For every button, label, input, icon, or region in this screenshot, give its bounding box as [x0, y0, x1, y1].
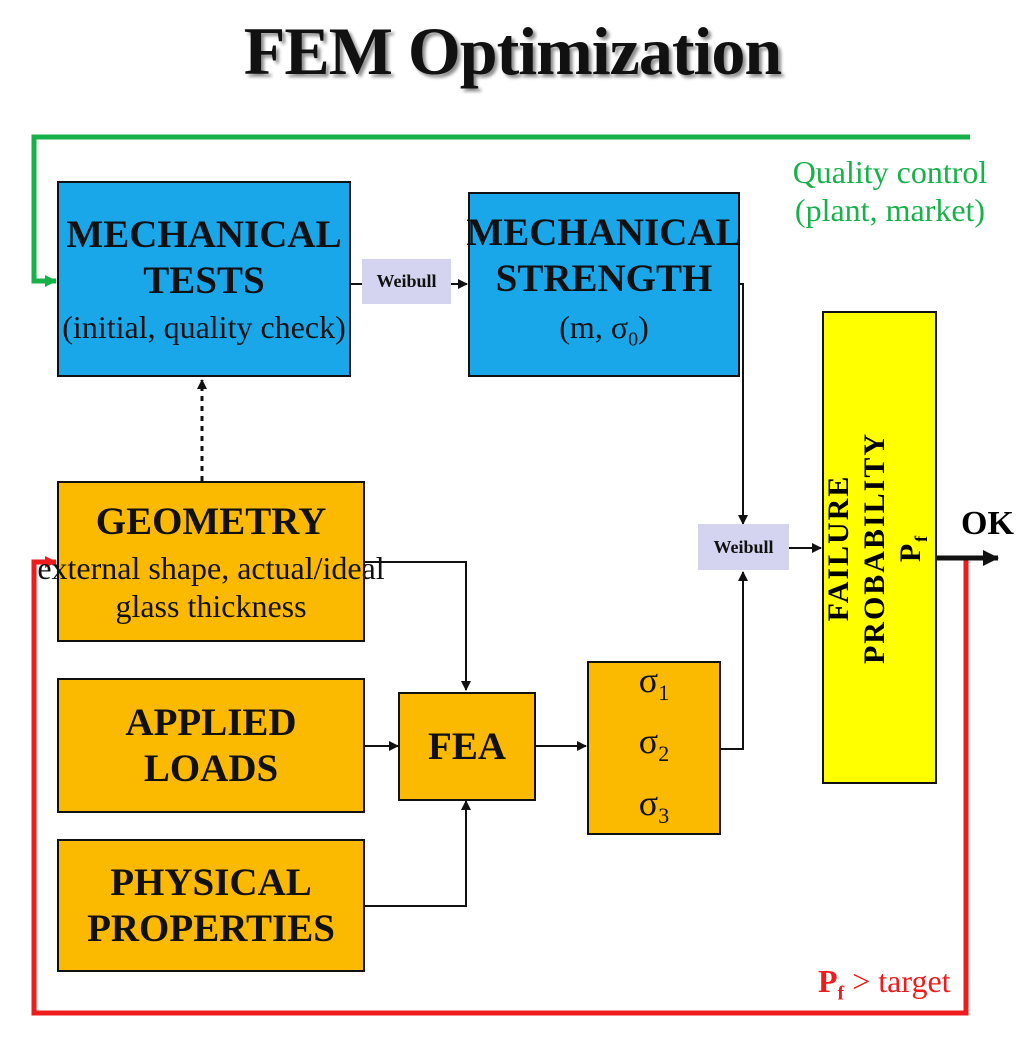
fea-label: FEA: [428, 724, 506, 768]
mechanical-tests-title-line2: TESTS: [143, 259, 265, 302]
mechanical-tests-box: MECHANICAL TESTS (initial, quality check…: [57, 181, 351, 377]
page-title: FEM Optimization: [243, 13, 782, 89]
physical-properties-line1: PHYSICAL: [110, 860, 312, 904]
geometry-line3: glass thickness: [115, 587, 307, 624]
pf-target-label: Pf > target: [818, 963, 951, 1005]
fea-box: FEA: [398, 692, 536, 801]
strength-to-weibull-arrow: [738, 283, 748, 525]
weibull-tag-mid: Weibull: [698, 524, 789, 570]
geometry-line2: external shape, actual/ideal: [37, 549, 385, 586]
ok-label: OK: [961, 505, 1014, 542]
geometry-box: GEOMETRY external shape, actual/ideal gl…: [37, 481, 385, 642]
properties-to-fea-arrow: [365, 800, 471, 907]
stress-sigma-2: σ2: [638, 721, 670, 767]
physical-properties-line2: PROPERTIES: [87, 906, 335, 950]
mechanical-tests-subtitle: (initial, quality check): [62, 309, 346, 345]
failure-probability-symbol: Pf: [893, 533, 931, 562]
applied-loads-line2: LOADS: [143, 746, 279, 790]
weibull-tag-top: Weibull: [362, 259, 451, 304]
geometry-to-fea-arrow: [365, 561, 471, 691]
failure-probability-line1: FAILURE: [821, 474, 855, 621]
failure-probability-box: FAILURE PROBABILITY Pf: [822, 311, 937, 784]
mechanical-strength-params: (m, σ0): [559, 309, 649, 351]
stresses-to-weibull-arrow: [721, 571, 748, 750]
stress-sigma-3: σ3: [638, 782, 670, 828]
applied-loads-box: APPLIED LOADS: [57, 678, 365, 813]
mechanical-strength-title-line2: STRENGTH: [495, 257, 713, 301]
mechanical-strength-title-line1: MECHANICAL: [466, 211, 742, 255]
quality-control-loop-line: [31, 134, 970, 287]
applied-loads-line1: APPLIED: [125, 700, 297, 744]
quality-control-label: Quality control (plant, market): [792, 154, 988, 228]
stress-sigma-1: σ1: [638, 660, 670, 706]
mechanical-strength-box: MECHANICAL STRENGTH (m, σ0): [466, 192, 742, 377]
geometry-title: GEOMETRY: [95, 499, 327, 543]
failure-probability-line2: PROBABILITY: [857, 431, 891, 664]
mechanical-tests-title-line1: MECHANICAL: [66, 213, 342, 256]
physical-properties-box: PHYSICAL PROPERTIES: [57, 839, 365, 972]
stresses-box: σ1 σ2 σ3: [587, 660, 721, 835]
